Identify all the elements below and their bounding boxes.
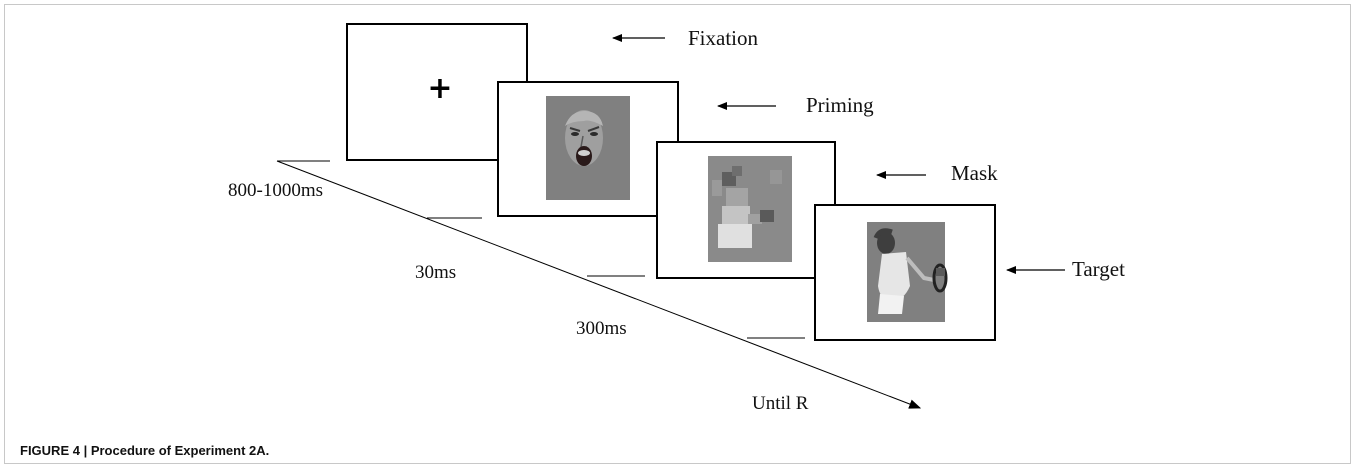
tennis-player-image: [867, 222, 948, 322]
figure-border: [4, 4, 1351, 464]
duration-label: Until R: [752, 393, 809, 414]
angry-face-image: [546, 96, 630, 200]
priming-screen: [497, 81, 679, 217]
stage-label-mask: Mask: [951, 161, 998, 185]
timeline-axis: [276, 160, 922, 409]
target-screen: [814, 204, 996, 341]
fixation-cross: +: [427, 71, 452, 106]
duration-label: 800-1000ms: [228, 180, 323, 201]
duration-label: 300ms: [576, 318, 627, 339]
mask-screen: [656, 141, 836, 279]
scrambled-athlete-mask-image: [708, 156, 792, 262]
stage-label-target: Target: [1072, 257, 1125, 281]
duration-label: 30ms: [415, 262, 456, 283]
stage-label-priming: Priming: [806, 93, 874, 117]
figure-caption: FIGURE 4 | Procedure of Experiment 2A.: [20, 443, 270, 458]
stage-label-fixation: Fixation: [688, 26, 759, 50]
